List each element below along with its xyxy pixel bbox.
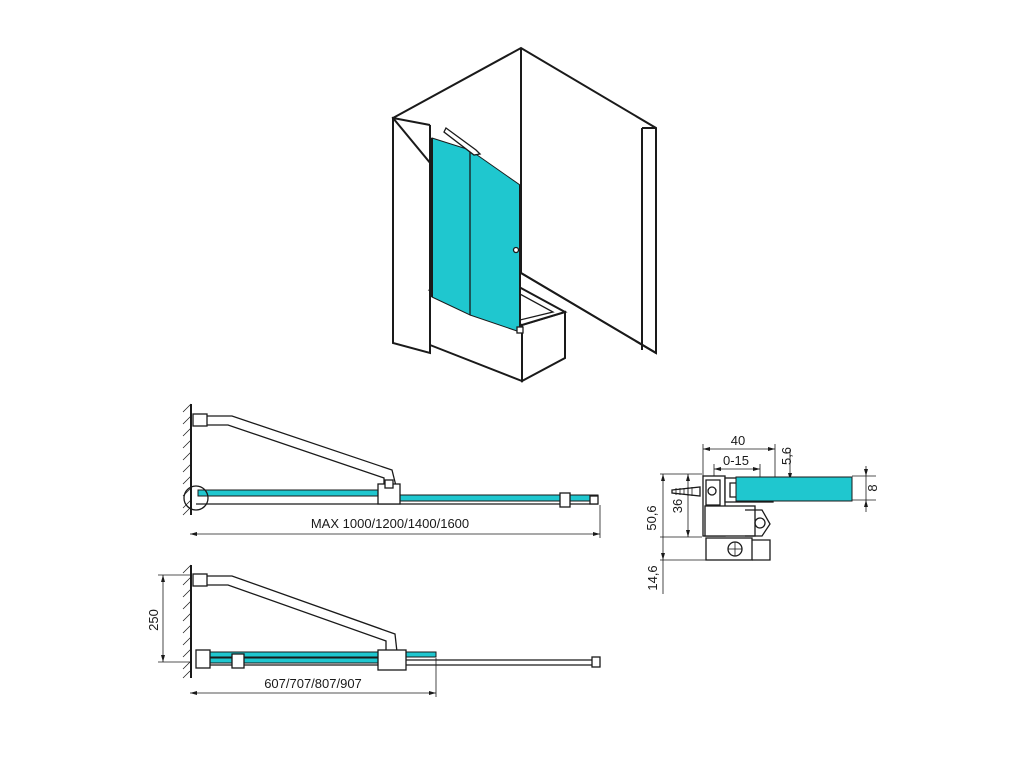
isometric-view (391, 46, 657, 383)
depth-label: 250 (146, 609, 161, 631)
total-height-label: 50,6 (644, 505, 659, 530)
handle-knob (512, 246, 520, 254)
glass-thickness-label: 8 (865, 484, 880, 491)
wall-hatch (182, 564, 192, 679)
plan-view-folded: 250 607/707/807/907 (146, 564, 601, 697)
glass-swing (197, 657, 389, 664)
stabilizing-bar (207, 575, 398, 653)
hinge-block (377, 649, 407, 671)
stabilizing-bar (207, 415, 397, 488)
width-dim-label: 40 (731, 433, 745, 448)
screw-icon (671, 486, 701, 497)
handle-block (559, 492, 571, 508)
profile-section: 50,6 36 14,6 40 0-15 5,6 8 (644, 433, 880, 594)
plan-view-open: MAX 1000/1200/1400/1600 (182, 403, 601, 538)
glass-pane (735, 476, 853, 502)
adjust-dim-label: 0-15 (723, 453, 749, 468)
glass-fixed (197, 489, 389, 497)
width-label: 607/707/807/907 (264, 676, 362, 691)
wall-hatch (182, 403, 192, 516)
glass-fixed-panel (431, 137, 471, 316)
detail-circle (183, 485, 209, 511)
offset-dim-label: 5,6 (779, 447, 794, 465)
upper-height-label: 36 (670, 499, 685, 513)
stabilizing-bar (443, 127, 482, 156)
lower-height-label: 14,6 (645, 565, 660, 590)
lower-profile (704, 505, 756, 537)
width-label: MAX 1000/1200/1400/1600 (311, 516, 469, 531)
